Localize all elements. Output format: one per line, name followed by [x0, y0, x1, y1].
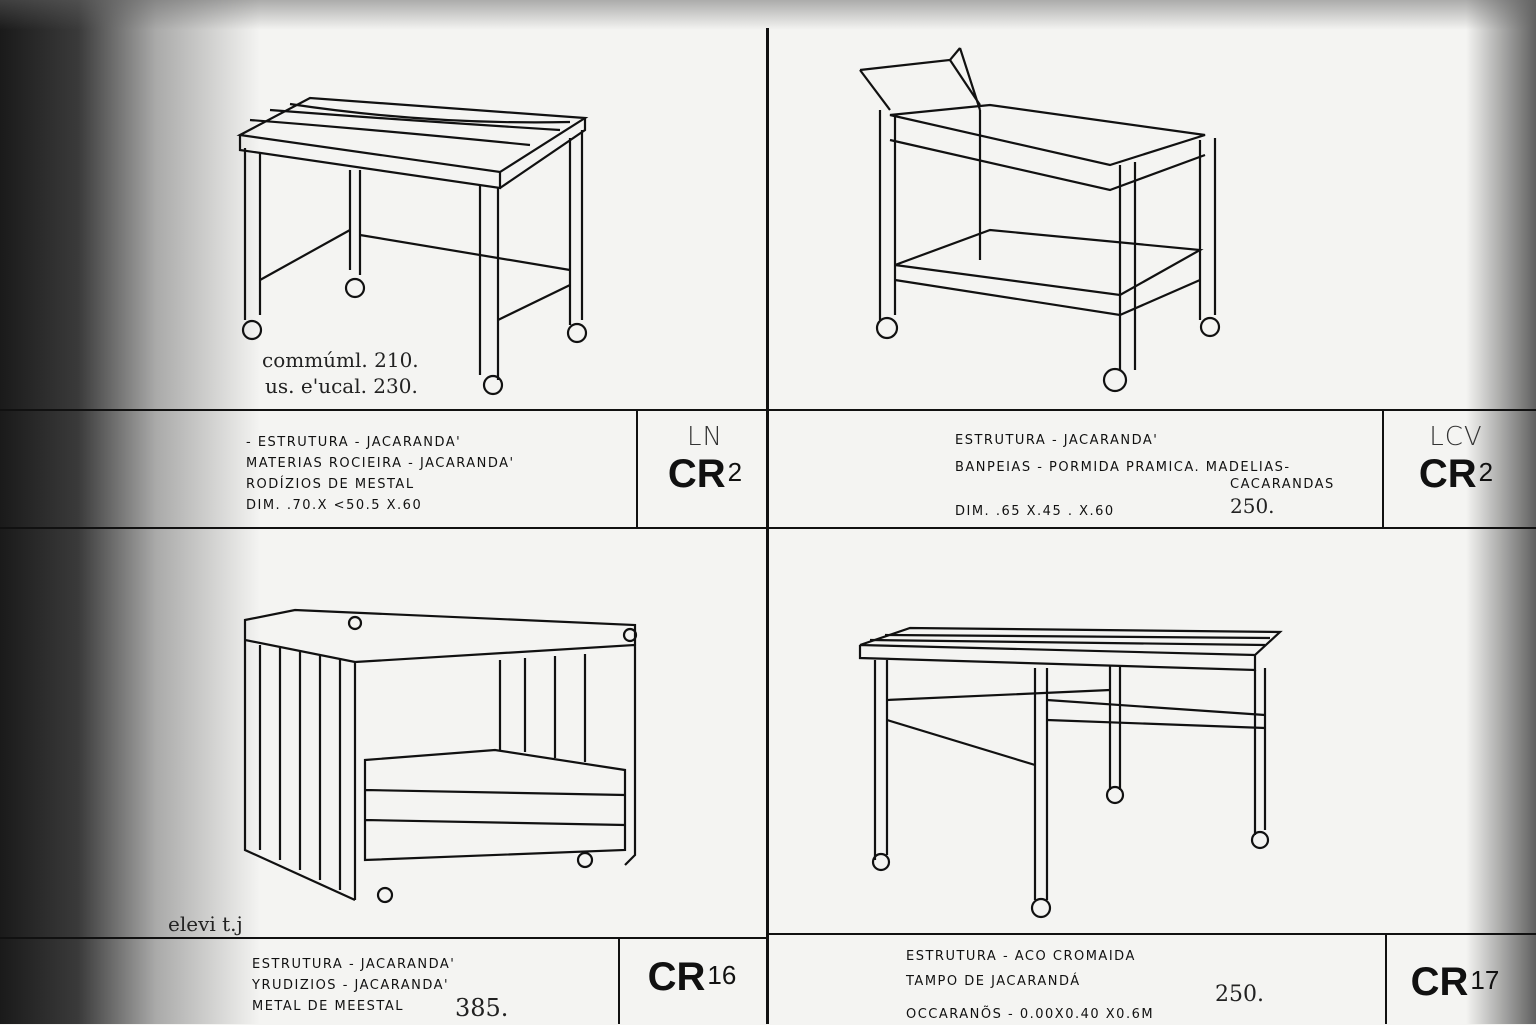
spec-line: Tampo de jacarandá: [906, 974, 1081, 989]
code-prefix: LN: [687, 422, 723, 452]
spec-line: Occaranõs - 0.00x0.40 x0.6m: [906, 1007, 1155, 1022]
specs-panel-1: - Estrutura - Jacaranda' Materias Rociei…: [246, 432, 515, 516]
metal-table-sketch: [858, 626, 1283, 919]
spec-line: Estrutura - Jacaranda': [252, 957, 456, 972]
code-number: 17: [1470, 965, 1500, 995]
code-divider-1: [636, 410, 638, 528]
spec-line: Dim. .65 x.45 . x.60: [955, 504, 1115, 519]
scan-shadow-left: [0, 0, 260, 1024]
scan-shadow-top: [0, 0, 1536, 30]
spec-line: Banpeias - Pormida Pramica. Madelias-: [955, 460, 1291, 475]
spec-line: Cacarandas: [1230, 477, 1335, 492]
code-divider-3: [618, 938, 620, 1024]
row1-bottom-line: [0, 527, 1536, 529]
spec-line: Yrudizios - Jacaranda': [252, 978, 450, 993]
code-prefix: LCV: [1429, 422, 1483, 452]
price-panel-3: 385.: [455, 994, 509, 1022]
product-code-2: LCV CR2: [1386, 422, 1526, 497]
specs-panel-4: Estrutura - Aco cromaida Tampo de jacara…: [906, 946, 1154, 1025]
code-number: 16: [707, 960, 737, 990]
serving-cart-sketch: [859, 47, 1221, 393]
row2-top-line-right: [768, 933, 1536, 935]
specs-panel-2: Estrutura - Jacaranda' Banpeias - Pormid…: [955, 430, 1335, 522]
product-code-1: LN CR2: [640, 422, 770, 497]
cube-table-sketch: [243, 608, 638, 904]
code-label: CR: [1418, 452, 1477, 496]
code-label: CR: [647, 955, 706, 999]
spec-line: Materias Rocieira - Jacaranda': [246, 456, 515, 471]
row1-top-line: [0, 409, 1536, 411]
spec-line: Rodízios de mestal: [246, 477, 415, 492]
spec-line: - Estrutura - Jacaranda': [246, 435, 462, 450]
product-code-3: CR16: [622, 955, 762, 1000]
handwritten-price-1: commúml. 210.: [262, 348, 419, 372]
specs-panel-3: Estrutura - Jacaranda' Yrudizios - Jacar…: [252, 954, 455, 1017]
code-number: 2: [727, 457, 743, 487]
code-divider-2: [1382, 410, 1384, 528]
code-label: CR: [667, 452, 726, 496]
code-number: 2: [1478, 457, 1494, 487]
center-divider: [766, 28, 769, 1024]
code-divider-4: [1385, 934, 1387, 1024]
handwritten-note: elevi t.j: [168, 912, 243, 936]
spec-line: Estrutura - Jacaranda': [955, 433, 1159, 448]
side-table-sketch: [236, 96, 589, 396]
row2-top-line-left: [0, 937, 768, 939]
product-code-4: CR17: [1390, 960, 1520, 1005]
scan-shadow-right: [1466, 0, 1536, 1024]
code-label: CR: [1410, 960, 1469, 1004]
handwritten-price-2: us. e'ucal. 230.: [265, 374, 418, 398]
spec-line: Metal de meestal: [252, 999, 404, 1014]
spec-line: Estrutura - Aco cromaida: [906, 949, 1136, 964]
spec-line: Dim. .70.x <50.5 x.60: [246, 498, 423, 513]
price-panel-2: 250.: [1230, 494, 1275, 518]
price-panel-4: 250.: [1215, 982, 1264, 1007]
